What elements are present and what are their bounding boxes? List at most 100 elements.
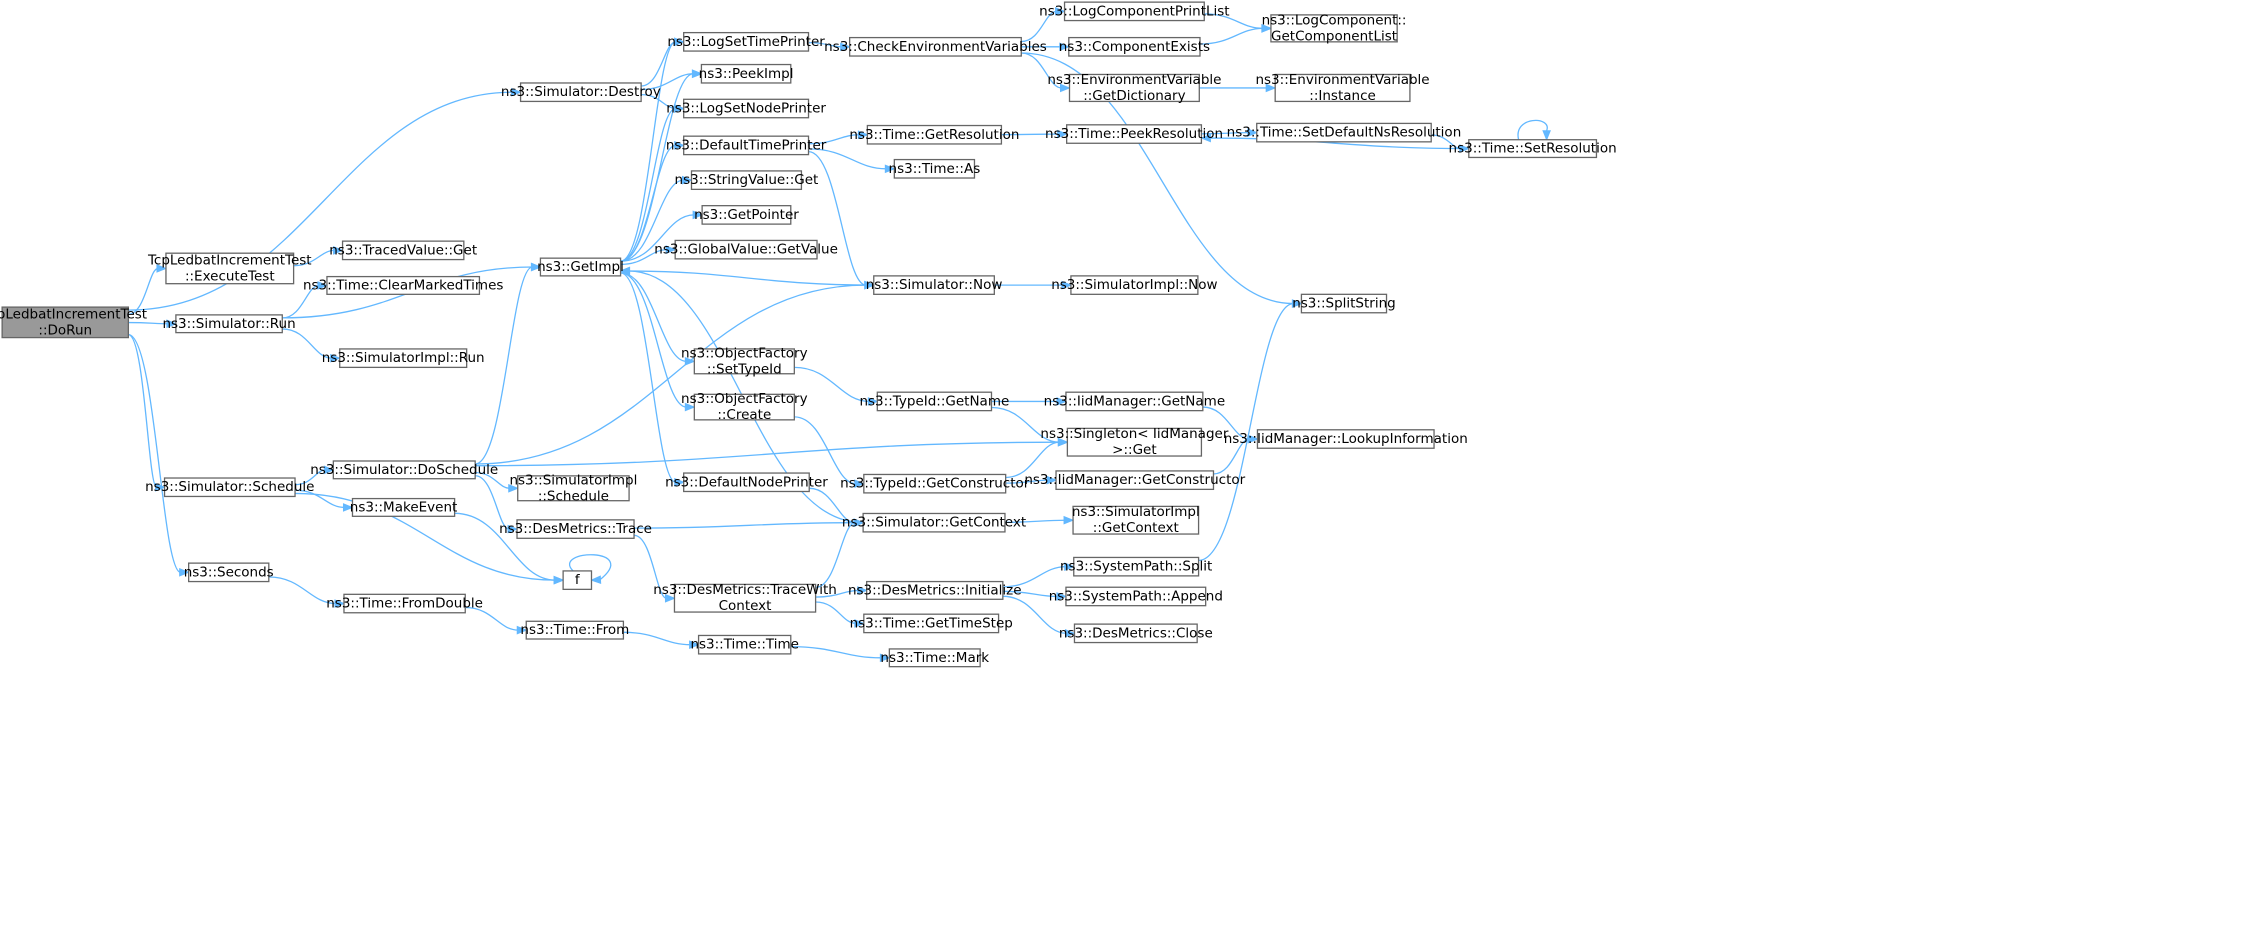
node-label: ns3::StringValue::Get	[675, 172, 819, 188]
node-exectest[interactable]: TcpLedbatIncrementTest::ExecuteTest	[147, 252, 312, 284]
edge-arrowhead	[1064, 628, 1076, 638]
node-label: ns3::GetImpl	[537, 259, 624, 275]
node-label: ns3::Time::GetTimeStep	[850, 615, 1013, 631]
node-label: ::GetDictionary	[1083, 88, 1185, 104]
node-makeevent[interactable]: ns3::MakeEvent	[350, 497, 458, 517]
edge-line	[128, 333, 181, 573]
node-simdestroy[interactable]: ns3::Simulator::Destroy	[501, 82, 661, 103]
node-checkenv[interactable]: ns3::CheckEnvironmentVariables	[824, 36, 1047, 57]
edge-getimpl-to-defnode	[620, 272, 686, 487]
node-f[interactable]: f	[562, 570, 593, 591]
node-simschedule[interactable]: ns3::Simulator::Schedule	[145, 477, 314, 498]
edge-line	[794, 366, 870, 403]
node-desclose[interactable]: ns3::DesMetrics::Close	[1059, 623, 1213, 644]
node-box	[700, 63, 792, 84]
node-setres[interactable]: ns3::Time::SetResolution	[1449, 139, 1617, 159]
node-ofsettypeid[interactable]: ns3::ObjectFactory::SetTypeId	[681, 345, 808, 377]
node-label: ns3::Time::From	[520, 622, 629, 638]
node-destrace[interactable]: ns3::DesMetrics::Trace	[499, 519, 652, 539]
node-fromdouble[interactable]: ns3::Time::FromDouble	[326, 593, 483, 614]
node-defnode[interactable]: ns3::DefaultNodePrinter	[665, 472, 828, 493]
edge-line	[295, 489, 345, 509]
node-box	[683, 135, 810, 156]
node-simnow[interactable]: ns3::Simulator::Now	[866, 275, 1003, 295]
edge-tidgetctor-to-iidgetctor	[1005, 475, 1058, 485]
node-seconds[interactable]: ns3::Seconds	[184, 562, 274, 583]
node-label: ns3::IidManager::GetName	[1044, 393, 1226, 409]
node-setdefns[interactable]: ns3::Time::SetDefaultNsResolution	[1227, 122, 1462, 143]
node-splitstring[interactable]: ns3::SplitString	[1292, 293, 1396, 314]
node-gvget[interactable]: ns3::GlobalValue::GetValue	[654, 239, 838, 260]
edge-makeevent-to-f	[454, 512, 565, 585]
node-strget[interactable]: ns3::StringValue::Get	[675, 170, 819, 191]
edge-root-to-seconds	[128, 333, 190, 577]
edge-exectest-to-tracedget	[293, 246, 344, 267]
node-doschedule[interactable]: ns3::Simulator::DoSchedule	[310, 460, 498, 480]
node-simimplgetctx[interactable]: ns3::SimulatorImpl::GetContext	[1072, 504, 1200, 536]
edge-arrowhead	[665, 245, 677, 254]
node-envgetdict[interactable]: ns3::EnvironmentVariable::GetDictionary	[1047, 72, 1221, 104]
edge-line	[991, 406, 1060, 443]
node-simgetctx[interactable]: ns3::Simulator::GetContext	[842, 512, 1026, 533]
node-deftime[interactable]: ns3::DefaultTimePrinter	[666, 135, 827, 156]
edge-arrowhead	[323, 465, 335, 475]
node-logsettime[interactable]: ns3::LogSetTimePrinter	[667, 31, 825, 52]
node-desinit[interactable]: ns3::DesMetrics::Initialize	[848, 580, 1022, 600]
node-label: ns3::Simulator::Run	[162, 316, 295, 332]
node-box	[1065, 391, 1204, 412]
node-envinstance[interactable]: ns3::EnvironmentVariable::Instance	[1255, 72, 1429, 104]
node-timestep[interactable]: ns3::Time::GetTimeStep	[850, 613, 1013, 634]
node-clearmarked[interactable]: ns3::Time::ClearMarkedTimes	[303, 275, 503, 295]
node-iidgetctor[interactable]: ns3::IidManager::GetConstructor	[1024, 470, 1246, 491]
edge-setres-to-setres	[1517, 119, 1551, 142]
edge-line	[620, 41, 676, 262]
edge-destrace-to-tracewith	[633, 534, 676, 603]
node-peekimpl[interactable]: ns3::PeekImpl	[699, 63, 794, 84]
edge-line	[465, 606, 519, 631]
node-simimplschedule[interactable]: ns3::SimulatorImpl::Schedule	[509, 472, 637, 504]
node-label: Context	[719, 598, 772, 614]
node-box	[683, 472, 810, 493]
node-label: ns3::Simulator::GetContext	[842, 515, 1026, 531]
node-simimplrun[interactable]: ns3::SimulatorImpl::Run	[322, 348, 485, 369]
node-timeas[interactable]: ns3::Time::As	[889, 158, 981, 179]
node-compexists[interactable]: ns3::ComponentExists	[1059, 36, 1210, 57]
node-root[interactable]: TcpLedbatIncrementTest::DoRun	[0, 306, 147, 338]
node-iidlookup[interactable]: ns3::IidManager::LookupInformation	[1224, 429, 1468, 449]
node-iidgetname[interactable]: ns3::IidManager::GetName	[1044, 391, 1226, 412]
node-label: TcpLedbatIncrementTest	[0, 306, 147, 322]
node-getres[interactable]: ns3::Time::GetResolution	[849, 124, 1019, 145]
edge-line	[1209, 137, 1469, 150]
edge-simnow-to-simimplnow	[994, 280, 1073, 290]
edge-deftime-to-getres	[808, 130, 869, 145]
node-spsplit[interactable]: ns3::SystemPath::Split	[1060, 556, 1212, 577]
node-peekres[interactable]: ns3::Time::PeekResolution	[1045, 124, 1223, 144]
edge-arrowhead	[553, 575, 565, 585]
edge-arrowhead	[166, 319, 178, 329]
node-logcompprint[interactable]: ns3::LogComponentPrintList	[1039, 1, 1230, 22]
node-singletonget[interactable]: ns3::Singleton< IidManager>::Get	[1040, 426, 1228, 458]
node-logsetnode[interactable]: ns3::LogSetNodePrinter	[666, 98, 826, 119]
node-spappend[interactable]: ns3::SystemPath::Append	[1049, 586, 1223, 607]
edge-line	[128, 333, 158, 488]
node-tracedget[interactable]: ns3::TracedValue::Get	[329, 240, 477, 261]
node-simimplnow[interactable]: ns3::SimulatorImpl::Now	[1051, 275, 1218, 295]
node-getpointer[interactable]: ns3::GetPointer	[694, 205, 799, 225]
node-tidgetctor[interactable]: ns3::TypeId::GetConstructor	[840, 473, 1030, 494]
node-logcompgetlist[interactable]: ns3::LogComponent::GetComponentList	[1262, 12, 1407, 44]
node-tidgetname[interactable]: ns3::TypeId::GetName	[859, 391, 1009, 412]
node-getimpl[interactable]: ns3::GetImpl	[537, 257, 624, 277]
node-label: ns3::Singleton< IidManager	[1040, 426, 1228, 442]
edge-arrowhead	[681, 175, 693, 185]
edge-doschedule-to-getimpl	[475, 262, 542, 465]
node-timetime[interactable]: ns3::Time::Time	[690, 634, 799, 655]
node-simrun[interactable]: ns3::Simulator::Run	[162, 314, 296, 334]
node-timemark[interactable]: ns3::Time::Mark	[880, 648, 989, 668]
edge-root-to-simdestroy	[128, 87, 522, 311]
edge-checkenv-to-envgetdict	[1021, 52, 1071, 93]
node-ofcreate[interactable]: ns3::ObjectFactory::Create	[681, 391, 808, 423]
edge-arrowhead	[854, 619, 866, 628]
edge-root-to-exectest	[128, 264, 168, 315]
node-timefrom[interactable]: ns3::Time::From	[520, 620, 629, 640]
